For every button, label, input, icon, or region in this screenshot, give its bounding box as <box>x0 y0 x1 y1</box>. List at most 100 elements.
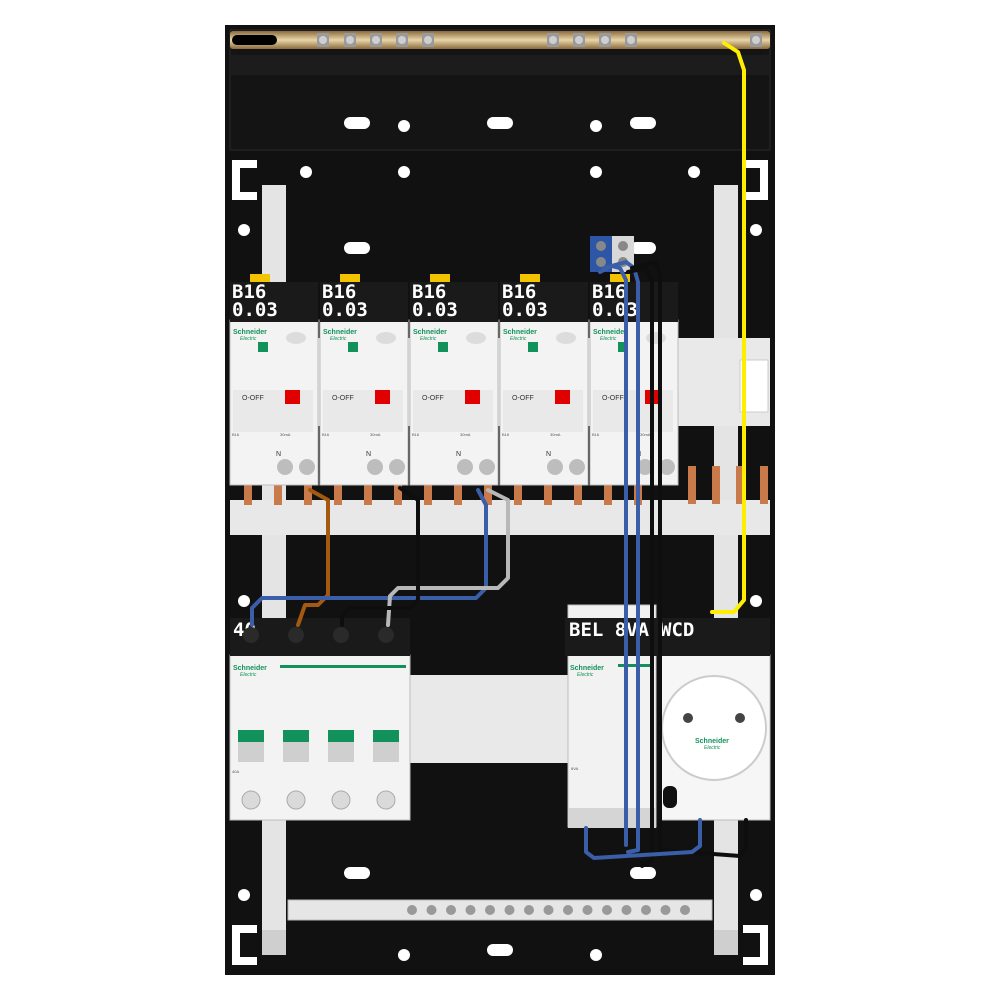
rcbo-terminal-screw <box>569 459 585 475</box>
rcbo-clip <box>610 274 630 282</box>
busbar-tooth <box>304 483 312 505</box>
main-switch-handle <box>283 730 309 742</box>
busbar-tooth <box>574 483 582 505</box>
rcbo-toggle-indicator <box>285 390 300 404</box>
rcbo-terminal-n: N <box>456 451 461 458</box>
rcbo-terminal-screw <box>457 459 473 475</box>
comb-cover <box>230 500 770 535</box>
earth-screw-head <box>398 36 406 44</box>
rcbo-sensitivity-label: 0.03 <box>232 299 278 321</box>
fixing-hole <box>238 224 250 236</box>
main-switch-terminal-screw <box>331 790 351 810</box>
wire-blue-1 <box>250 488 488 627</box>
main-switch-top-screw <box>333 627 349 643</box>
rcbo-test-button <box>466 332 486 344</box>
busbar-tooth <box>688 466 696 504</box>
fixing-hole <box>750 224 762 236</box>
socket-pin-right <box>735 713 745 723</box>
busbar-tooth <box>394 483 402 505</box>
socket-pin-left <box>683 713 693 723</box>
rcbo-bottom-rating: B16 <box>502 432 510 437</box>
clamp-bottom-left <box>232 925 257 965</box>
rcbo-header <box>230 282 318 322</box>
fixing-hole <box>238 595 250 607</box>
fixing-slot <box>487 944 513 956</box>
wire-blue-3 <box>602 260 640 854</box>
rcbo-sensitivity-label: 0.03 <box>502 299 548 321</box>
busbar-tooth <box>484 483 492 505</box>
busbar-tooth <box>712 466 720 504</box>
rcbo-brand: Schneider <box>233 329 267 336</box>
rcbo-brand-sub: Electric <box>240 336 257 342</box>
wire-black-3 <box>630 260 748 858</box>
rcbo-terminal-screw <box>659 459 675 475</box>
bottom-terminal-screw <box>602 905 612 915</box>
fixing-slot <box>344 117 370 129</box>
rcbo-terminal-screw <box>479 459 495 475</box>
socket-label: WCD <box>660 619 694 641</box>
earth-busbar <box>230 31 770 49</box>
bottom-terminal-screw <box>641 905 651 915</box>
bell-transformer-header <box>565 618 659 656</box>
rcbo-bottom-rating: B16 <box>592 432 600 437</box>
main-switch-top-screw <box>378 627 394 643</box>
bottom-terminal-screw <box>446 905 456 915</box>
rcbo-logo-icon <box>258 342 268 352</box>
main-switch-lever <box>283 742 309 762</box>
rcbo-header <box>500 282 588 322</box>
rcbo-off-text: O-OFF <box>242 395 264 402</box>
rcbo-terminal-n: N <box>366 451 371 458</box>
wire-black-2 <box>626 266 654 868</box>
rcbo-brand-sub: Electric <box>330 336 347 342</box>
rcbo-brand: Schneider <box>593 329 627 336</box>
socket-outlet: WCD Schneider Electric <box>657 618 771 821</box>
rcbo-sensitivity-label: 0.03 <box>412 299 458 321</box>
rcbo-bottom-sens: 30mA <box>370 432 381 437</box>
rcbo-bottom-sens: 30mA <box>550 432 561 437</box>
bottom-terminal-screw <box>543 905 554 915</box>
rcbo-test-button <box>376 332 396 344</box>
rcbo-brand: Schneider <box>503 329 537 336</box>
bottom-terminal-screw <box>504 905 515 915</box>
fixing-slot <box>344 242 370 254</box>
din-rail-bottom <box>410 675 570 763</box>
rcbo-toggle-indicator <box>465 390 480 404</box>
main-switch-terminal-screw <box>241 790 261 810</box>
clamp-top-right <box>743 160 768 200</box>
bell-transformer-brand: Schneider <box>570 665 604 672</box>
busbar-tooth <box>736 466 744 504</box>
rcbo-terminal-screw <box>299 459 315 475</box>
rcbo-terminal-screw <box>277 459 293 475</box>
rcbo-bottom-sens: 30mA <box>280 432 291 437</box>
enclosure-top-panel <box>229 29 771 151</box>
wire-grey <box>386 488 510 627</box>
earth-screw-head <box>372 36 380 44</box>
wire-black-1 <box>340 486 420 627</box>
fixing-hole <box>590 949 602 961</box>
fixing-hole <box>398 949 410 961</box>
rcbo-brand-sub: Electric <box>420 336 437 342</box>
wire-yellow <box>710 41 746 614</box>
busbar-tooth <box>544 483 552 505</box>
bottom-terminal-bar <box>287 899 713 921</box>
fixing-hole <box>590 166 602 178</box>
busbar-tooth <box>604 483 612 505</box>
wiring <box>250 41 748 868</box>
main-switch-terminal-screw <box>376 790 396 810</box>
rcbo-header <box>590 282 678 322</box>
rcbo-off-text: O-OFF <box>422 395 444 402</box>
fixing-slot <box>630 242 656 254</box>
bell-transformer-terminal-strip <box>568 808 656 828</box>
fixing-hole <box>300 166 312 178</box>
rcbo-toggle-indicator <box>555 390 570 404</box>
rcbo-logo-icon <box>348 342 358 352</box>
rcbo-terminal-n: N <box>276 451 281 458</box>
earth-screw-head <box>319 36 327 44</box>
main-switch-rating: 40A <box>232 769 239 774</box>
busbar-tooth <box>334 483 342 505</box>
earth-screw-head <box>549 36 557 44</box>
rcbo-header <box>410 282 498 322</box>
